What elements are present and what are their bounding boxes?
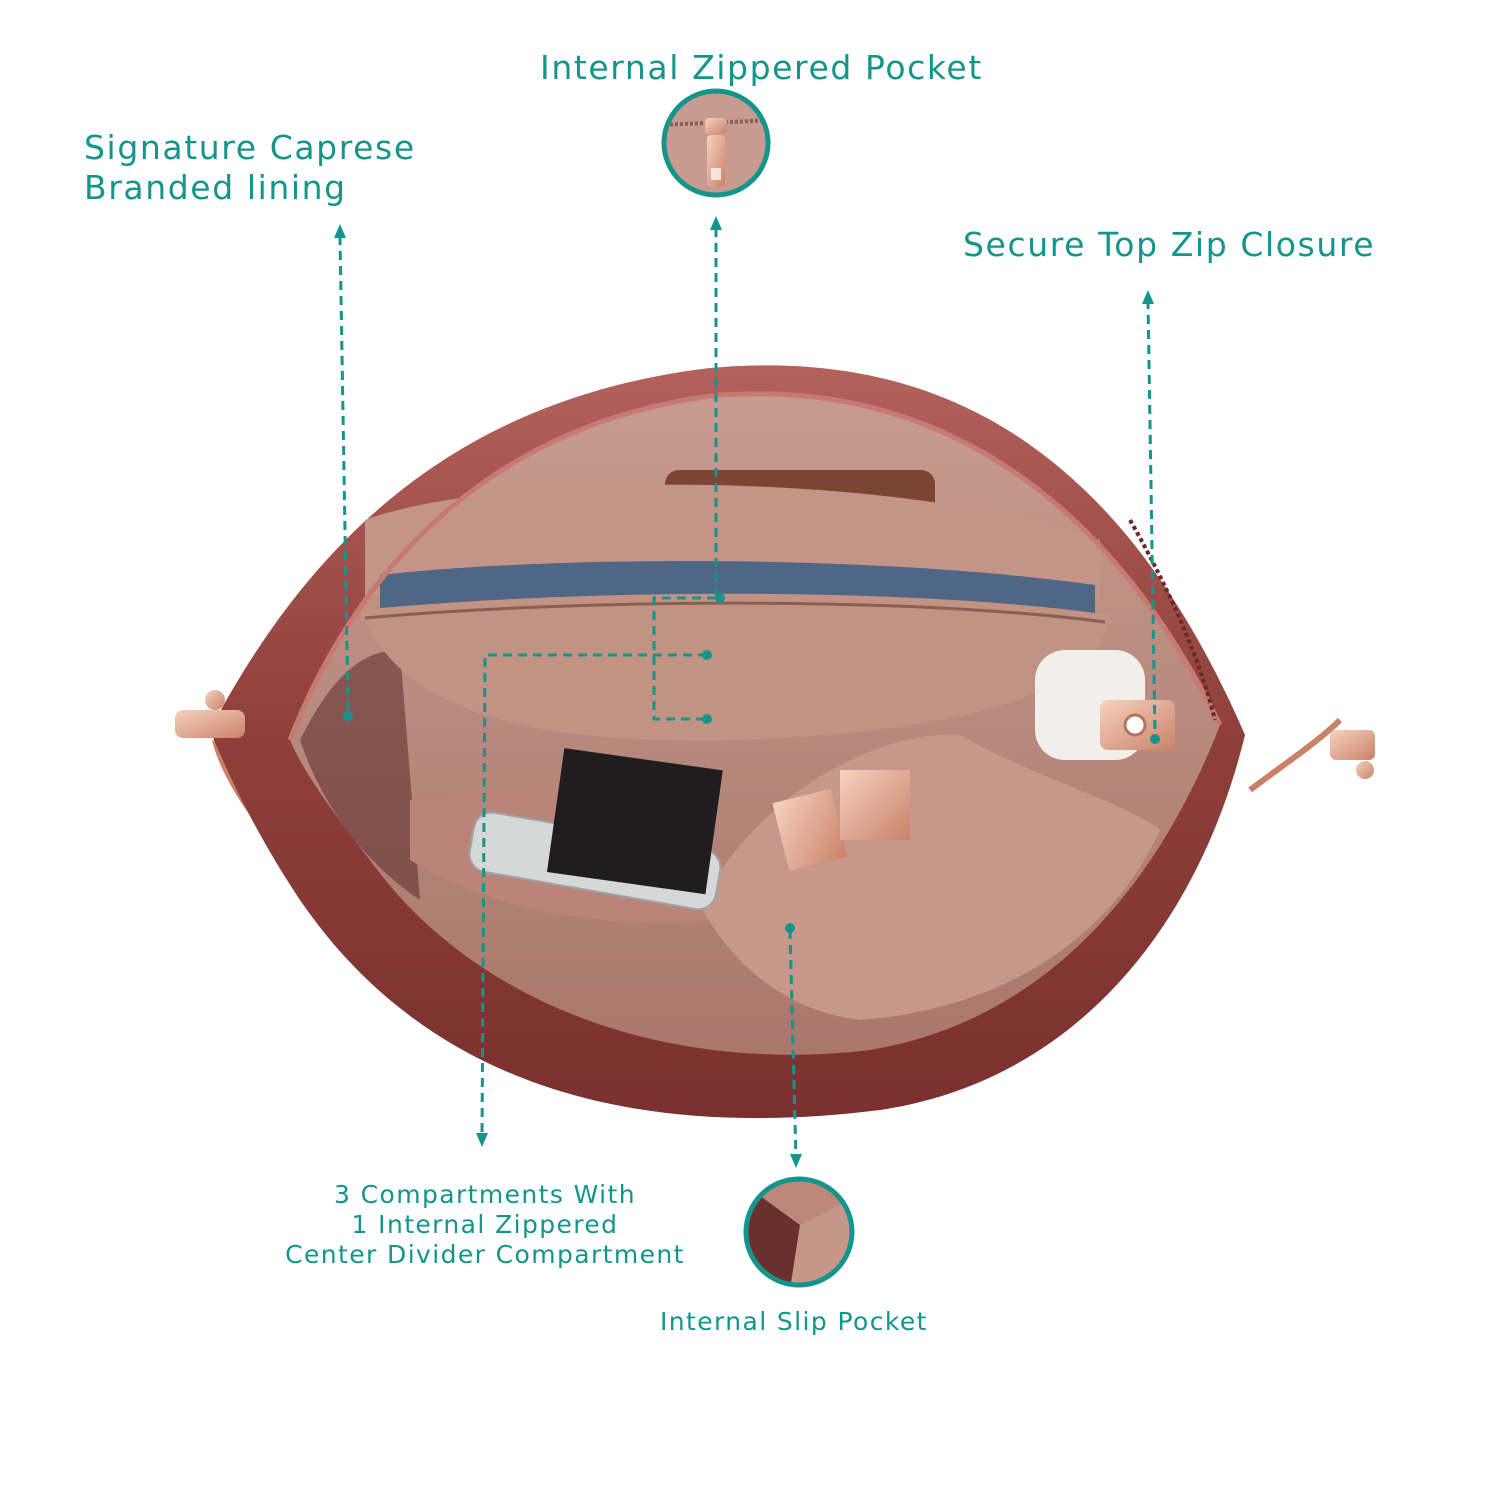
zipper-pull — [1100, 700, 1175, 750]
inner-shadow — [300, 650, 420, 900]
right-clasp — [1330, 730, 1375, 779]
divider-zipper — [364, 601, 1106, 624]
callout-signature-lining-line-2: Branded lining — [84, 167, 347, 207]
top-zipper — [1128, 519, 1217, 721]
palette — [546, 748, 723, 895]
right-chain-strap — [1248, 717, 1343, 793]
callout-secure-top-zip: Secure Top Zip Closure — [963, 225, 1376, 264]
callout-compartments-line-3: Center Divider Compartment — [285, 1240, 685, 1269]
left-clasp — [175, 690, 245, 738]
callout-compartments: 3 Compartments With 1 Internal Zippered … — [270, 1180, 700, 1270]
slip-pocket-icon — [743, 1176, 855, 1288]
callout-signature-lining: Signature Caprese Branded lining — [84, 128, 416, 207]
leader-arrows — [334, 216, 1154, 1168]
callout-compartments-line-2: 1 Internal Zippered — [351, 1210, 619, 1239]
callout-signature-lining-line-1: Signature Caprese — [84, 128, 416, 167]
zipper-pull-icon — [661, 88, 771, 198]
leader-lines — [338, 228, 1157, 1161]
bag-rim — [287, 391, 1223, 741]
center-divider — [360, 593, 1110, 741]
callout-compartments-line-1: 3 Compartments With — [334, 1180, 636, 1209]
lipstick-2 — [840, 770, 910, 840]
callout-internal-slip-pocket: Internal Slip Pocket — [660, 1307, 928, 1336]
leader-dots — [343, 593, 1160, 933]
callout-internal-zippered-pocket: Internal Zippered Pocket — [540, 48, 983, 87]
lipstick-1 — [772, 788, 848, 872]
